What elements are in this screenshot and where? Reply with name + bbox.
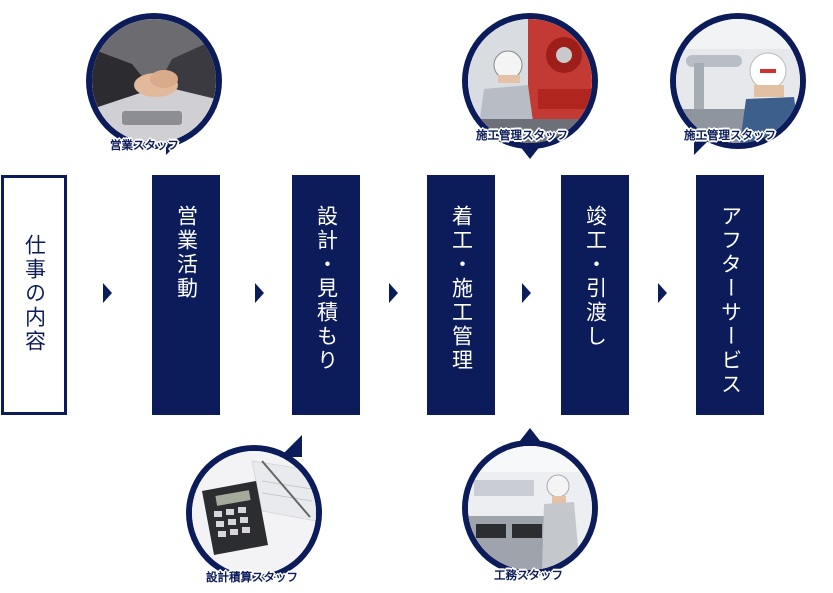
inspector-photo xyxy=(676,19,800,143)
calculator-photo xyxy=(192,451,316,575)
photo-caption: 設計積算スタッフ xyxy=(206,570,298,584)
photo-caption: 営業スタッフ xyxy=(110,138,179,152)
chevron-right-icon xyxy=(389,283,398,303)
photo-pointer xyxy=(519,428,541,442)
step-design-estimate: 設計・見積もり xyxy=(292,175,360,415)
step-label: 着工・施工管理 xyxy=(449,205,474,373)
step-after-service: アフターサービス xyxy=(696,175,764,415)
chevron-right-icon xyxy=(522,283,531,303)
step-sales-activity: 営業活動 xyxy=(152,175,220,415)
step-label: 設計・見積もり xyxy=(314,205,339,373)
estimation-staff-photo: 設計積算スタッフ xyxy=(186,435,322,584)
step-label: 営業活動 xyxy=(174,205,199,301)
photo-pointer xyxy=(519,145,541,159)
step-label: 竣工・引渡し xyxy=(583,205,608,349)
photo-caption: 工務スタッフ xyxy=(494,568,563,582)
photo-caption: 施工管理スタッフ xyxy=(684,128,776,142)
engineering-staff-photo: 工務スタッフ xyxy=(462,428,598,582)
construction-staff-photo-2: 施工管理スタッフ xyxy=(670,13,806,155)
photo-pointer xyxy=(694,133,716,155)
step-completion-handover: 竣工・引渡し xyxy=(561,175,629,415)
pipe-worker-photo xyxy=(468,19,592,143)
sales-staff-photo: 営業スタッフ xyxy=(86,13,222,155)
chevron-right-icon xyxy=(103,283,112,303)
step-label: 仕事の内容 xyxy=(22,234,47,354)
chevron-right-icon xyxy=(658,283,667,303)
handshake-photo xyxy=(92,19,216,143)
step-job-content: 仕事の内容 xyxy=(1,175,67,415)
kitchen-worker-photo xyxy=(468,446,592,570)
step-construction-management: 着工・施工管理 xyxy=(427,175,495,415)
chevron-right-icon xyxy=(255,283,264,303)
construction-staff-photo-1: 施工管理スタッフ xyxy=(462,13,598,159)
step-label: アフターサービス xyxy=(718,205,743,397)
photo-pointer xyxy=(280,435,302,457)
photo-caption: 施工管理スタッフ xyxy=(476,128,568,142)
